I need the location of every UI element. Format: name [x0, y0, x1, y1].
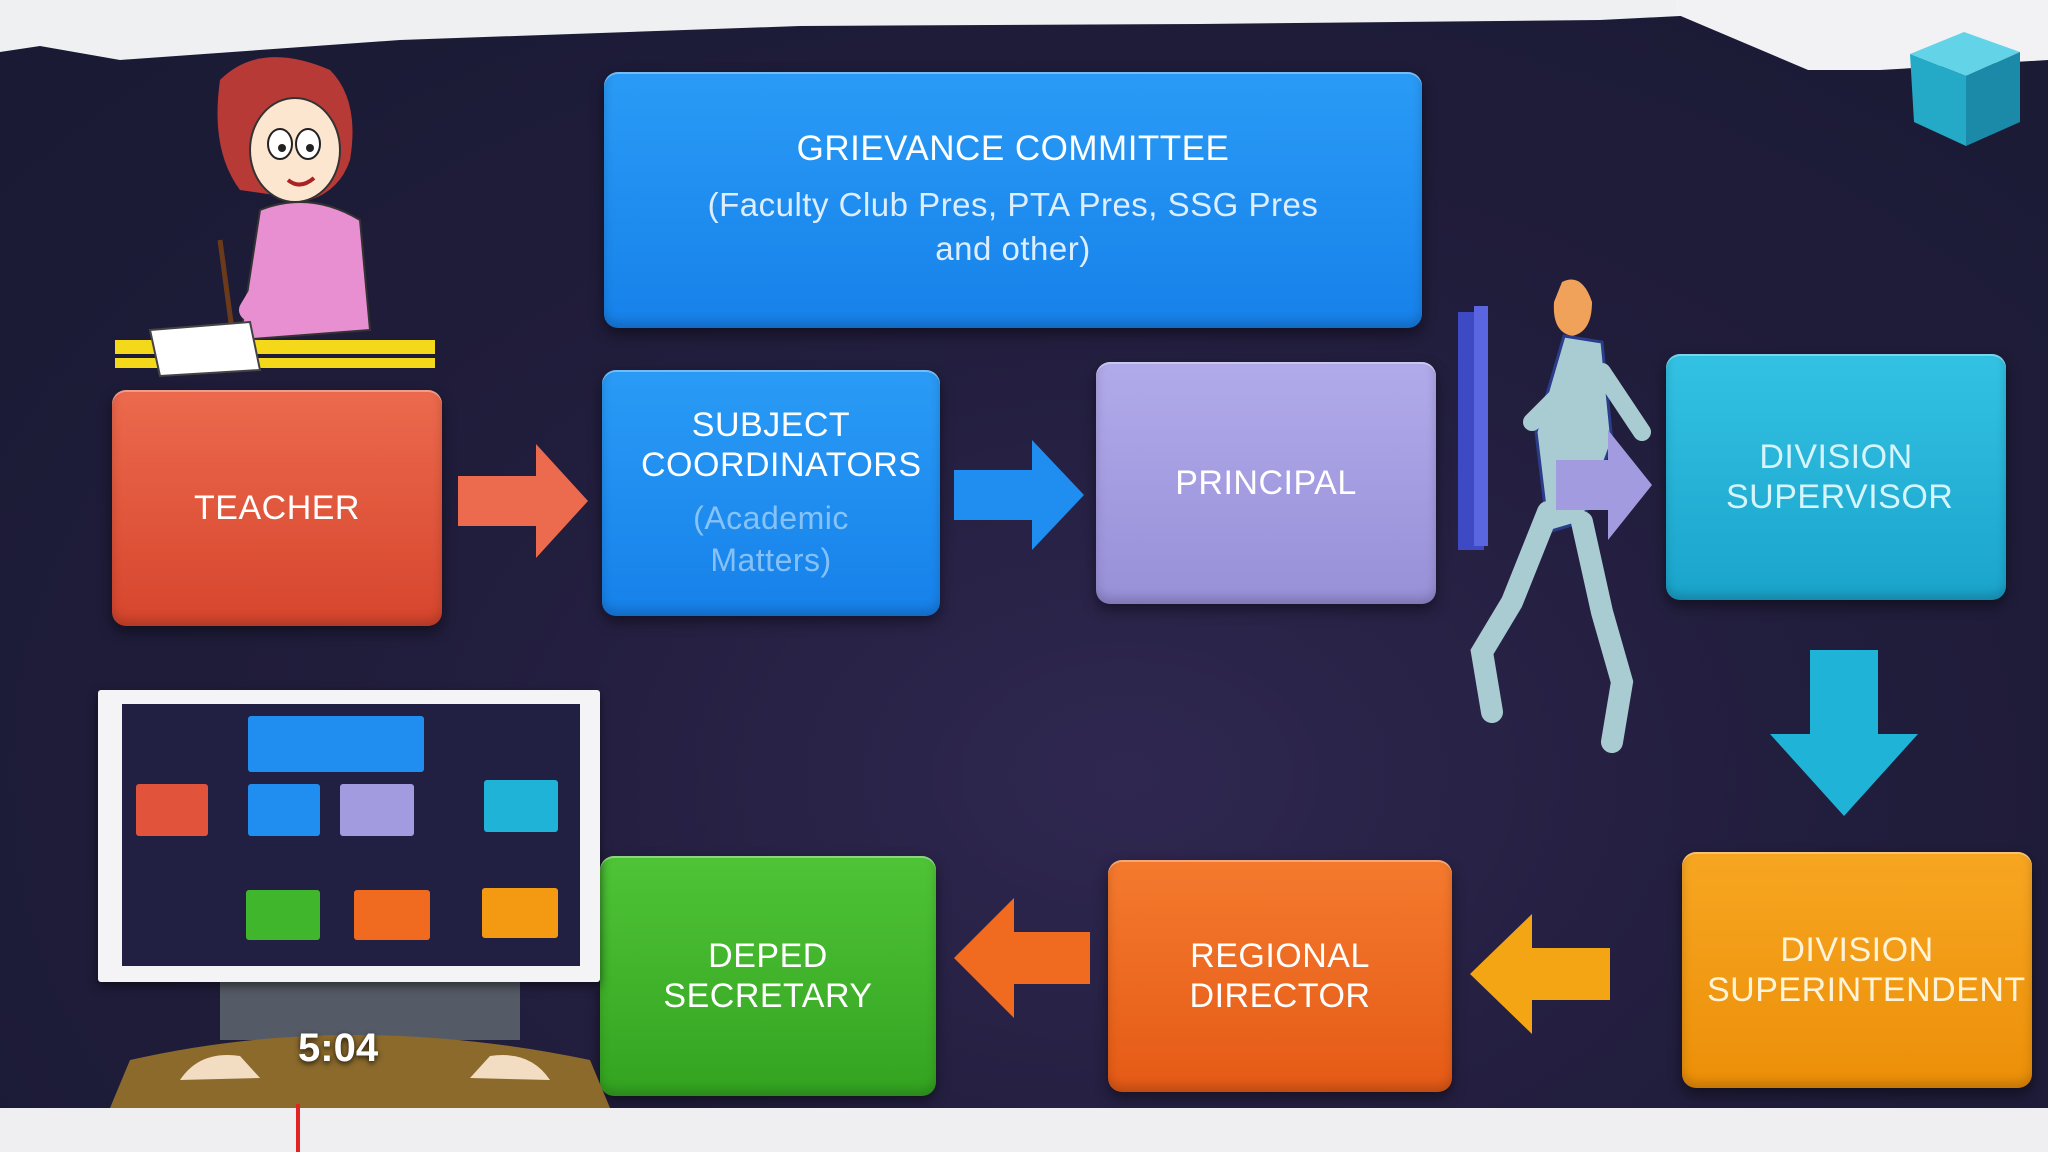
- thumbnail-image: [122, 704, 580, 966]
- cube-icon: [1910, 32, 2020, 146]
- subject-coordinators-note: (Academic Matters): [693, 500, 849, 578]
- deped-secretary-label: DEPED SECRETARY: [663, 937, 873, 1015]
- regional-director-label: REGIONAL DIRECTOR: [1189, 937, 1371, 1015]
- thumb-block: [246, 890, 320, 940]
- regional-director-box: REGIONAL DIRECTOR: [1108, 860, 1452, 1092]
- division-supervisor-box: DIVISION SUPERVISOR: [1666, 354, 2006, 600]
- thumb-block: [354, 890, 430, 940]
- principal-box: PRINCIPAL: [1096, 362, 1436, 604]
- principal-label: PRINCIPAL: [1175, 464, 1357, 502]
- grievance-title: GRIEVANCE COMMITTEE: [796, 129, 1230, 168]
- thumb-block: [136, 784, 208, 836]
- video-thumbnail-preview[interactable]: [98, 690, 600, 982]
- progress-scrubber[interactable]: [296, 1104, 300, 1152]
- subject-coordinators-label: SUBJECT COORDINATORS: [641, 406, 922, 484]
- arrow-right-icon: [1556, 430, 1652, 540]
- arrow-down-icon: [1770, 650, 1918, 816]
- deped-secretary-box: DEPED SECRETARY: [600, 856, 936, 1096]
- arrow-right-icon: [458, 444, 588, 558]
- grievance-subtitle: (Faculty Club Pres, PTA Pres, SSG Pres a…: [707, 186, 1319, 267]
- thumb-block: [248, 716, 424, 772]
- slide-frame: GRIEVANCE COMMITTEE (Faculty Club Pres, …: [0, 0, 2048, 1108]
- grievance-committee-box: GRIEVANCE COMMITTEE (Faculty Club Pres, …: [604, 72, 1422, 328]
- thumb-block: [340, 784, 414, 836]
- arrow-right-icon: [954, 440, 1084, 550]
- thumb-block: [248, 784, 320, 836]
- video-timestamp: 5:04: [298, 1026, 379, 1070]
- teacher-box: TEACHER: [112, 390, 442, 626]
- thumb-block: [484, 780, 558, 832]
- division-superintendent-label: DIVISION SUPERINTENDENT: [1707, 931, 2026, 1009]
- teacher-label: TEACHER: [194, 489, 360, 527]
- division-superintendent-box: DIVISION SUPERINTENDENT: [1682, 852, 2032, 1088]
- subject-coordinators-box: SUBJECT COORDINATORS (Academic Matters): [602, 370, 940, 616]
- arrow-left-icon: [954, 898, 1090, 1018]
- teacher-cartoon-icon: [115, 57, 435, 378]
- division-supervisor-label: DIVISION SUPERVISOR: [1726, 438, 1954, 516]
- thumb-block: [482, 888, 558, 938]
- video-progress-bar[interactable]: [0, 1108, 2048, 1152]
- arrow-left-icon: [1470, 914, 1610, 1034]
